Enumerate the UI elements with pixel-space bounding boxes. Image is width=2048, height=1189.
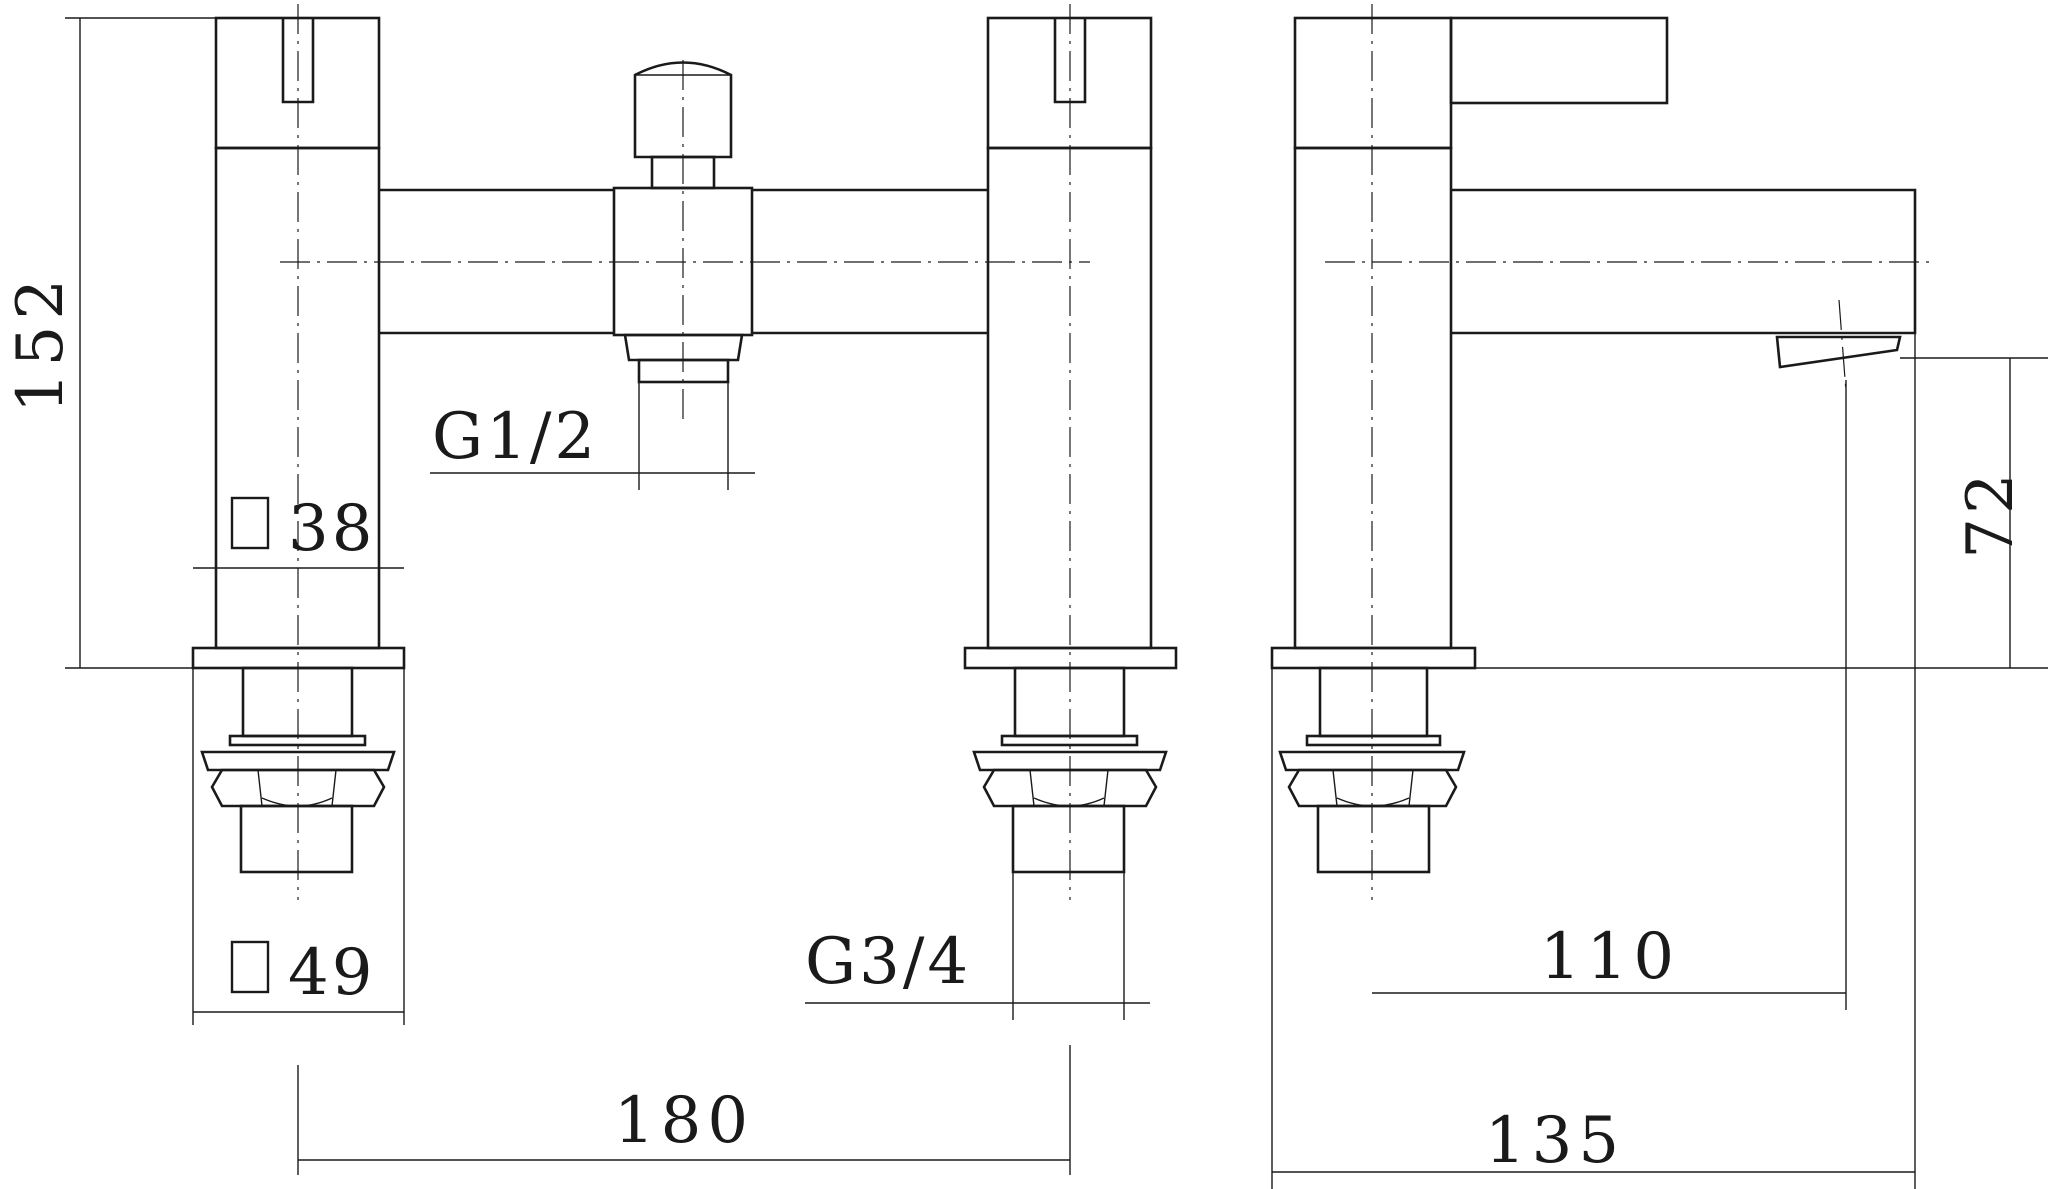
dim-overall-depth-label: 135 bbox=[1485, 1104, 1625, 1178]
dim-spout-height-label: 72 bbox=[1954, 469, 2028, 558]
dim-inlet-thread-label: G3/4 bbox=[805, 925, 971, 999]
side-view bbox=[1270, 16, 1917, 874]
dim-centres-label: 180 bbox=[614, 1084, 754, 1158]
dim-spout-reach-label: 110 bbox=[1540, 920, 1680, 994]
centre-lines bbox=[280, 4, 1930, 900]
dim-body-square-label: 38 bbox=[288, 492, 375, 566]
dimension-lines bbox=[65, 17, 2048, 1189]
dimension-labels: 152 G1/2 38 49 G3/4 180 72 110 135 bbox=[4, 273, 2028, 1178]
dim-height-label: 152 bbox=[4, 273, 78, 413]
square-symbol-icon bbox=[230, 940, 270, 994]
dim-base-square-label: 49 bbox=[288, 936, 375, 1010]
square-symbol-icon bbox=[230, 496, 270, 550]
dim-pipe-thread-label: G1/2 bbox=[432, 400, 598, 474]
